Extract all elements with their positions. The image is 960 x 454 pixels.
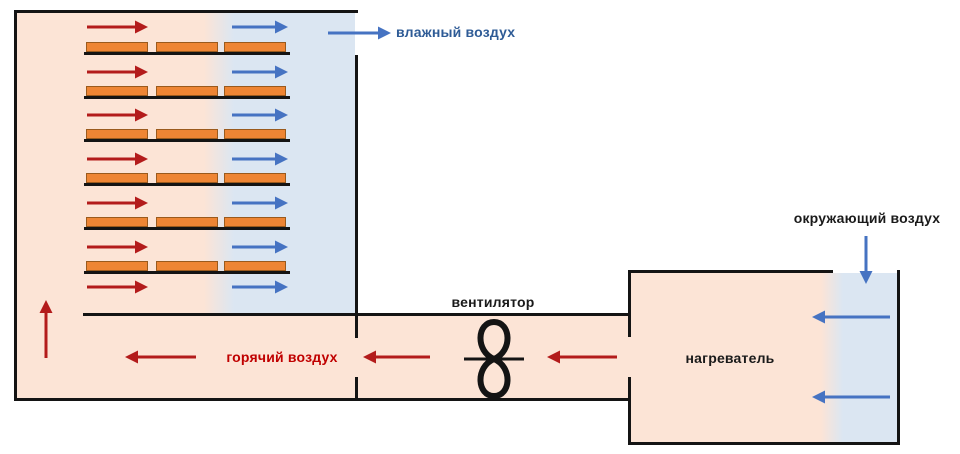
humid-air-label: влажный воздух: [396, 24, 516, 40]
drying-tray: [86, 217, 148, 227]
heater-bottom-wall: [628, 442, 900, 445]
chamber-left-wall: [14, 10, 17, 401]
shelf-hot-air-arrow: [87, 108, 148, 122]
heater-label: нагреватель: [685, 350, 775, 366]
shelf-moist-air-arrow: [232, 152, 288, 166]
drying-tray: [224, 173, 286, 183]
drying-tray: [224, 86, 286, 96]
heater-intake-arrow-1: [812, 310, 890, 324]
drying-tray: [224, 217, 286, 227]
shelf-moist-air-arrow: [232, 65, 288, 79]
chamber-right-wall-upper: [355, 55, 358, 338]
drying-tray: [86, 86, 148, 96]
drying-tray: [86, 42, 148, 52]
shelf-line: [84, 52, 290, 55]
drying-tray: [156, 42, 218, 52]
chamber-right-wall-stub: [355, 377, 358, 401]
shelf-hot-air-arrow: [87, 280, 148, 294]
shelf-moist-air-arrow: [232, 280, 288, 294]
shelf-line: [84, 96, 290, 99]
drying-tray: [86, 173, 148, 183]
drying-tray: [156, 86, 218, 96]
drying-tray: [156, 129, 218, 139]
shelf-hot-air-arrow: [87, 240, 148, 254]
heater-left-wall-upper: [628, 270, 631, 337]
drying-tray: [156, 173, 218, 183]
heater-top-wall: [628, 270, 833, 273]
drying-tray: [224, 129, 286, 139]
hot-air-duct-arrow-3: [547, 350, 617, 364]
heater-box-fill: [631, 273, 897, 442]
chamber-riser-arrow: [39, 300, 53, 358]
fan-label: вентилятор: [451, 294, 535, 310]
shelf-moist-air-arrow: [232, 240, 288, 254]
drying-tray: [156, 261, 218, 271]
hot-air-duct-arrow-1: [125, 350, 196, 364]
shelf-line: [84, 227, 290, 230]
heater-left-wall-lower: [628, 377, 631, 445]
shelf-moist-air-arrow: [232, 108, 288, 122]
shelf-hot-air-arrow: [87, 196, 148, 210]
shelf-hot-air-arrow: [87, 20, 148, 34]
drying-tray: [86, 129, 148, 139]
heater-intake-arrow-2: [812, 390, 890, 404]
duct-top-wall: [83, 313, 631, 316]
chamber-and-duct-bottom-wall: [14, 398, 631, 401]
drying-tray: [86, 261, 148, 271]
shelf-line: [84, 271, 290, 274]
shelf-moist-air-arrow: [232, 20, 288, 34]
shelf-hot-air-arrow: [87, 152, 148, 166]
hot-air-label: горячий воздух: [226, 349, 338, 365]
heater-right-wall: [897, 270, 900, 445]
drying-tray: [224, 42, 286, 52]
hot-air-duct-arrow-2: [363, 350, 430, 364]
fan-icon: [464, 319, 524, 399]
ambient-air-intake-arrow: [859, 236, 873, 284]
chamber-top-wall: [14, 10, 358, 13]
ambient-air-label: окружающий воздух: [793, 210, 941, 226]
shelf-line: [84, 139, 290, 142]
drying-tray: [156, 217, 218, 227]
shelf-moist-air-arrow: [232, 196, 288, 210]
drying-tray: [224, 261, 286, 271]
shelf-line: [84, 183, 290, 186]
humid-air-exit-arrow: [328, 26, 391, 40]
shelf-hot-air-arrow: [87, 65, 148, 79]
